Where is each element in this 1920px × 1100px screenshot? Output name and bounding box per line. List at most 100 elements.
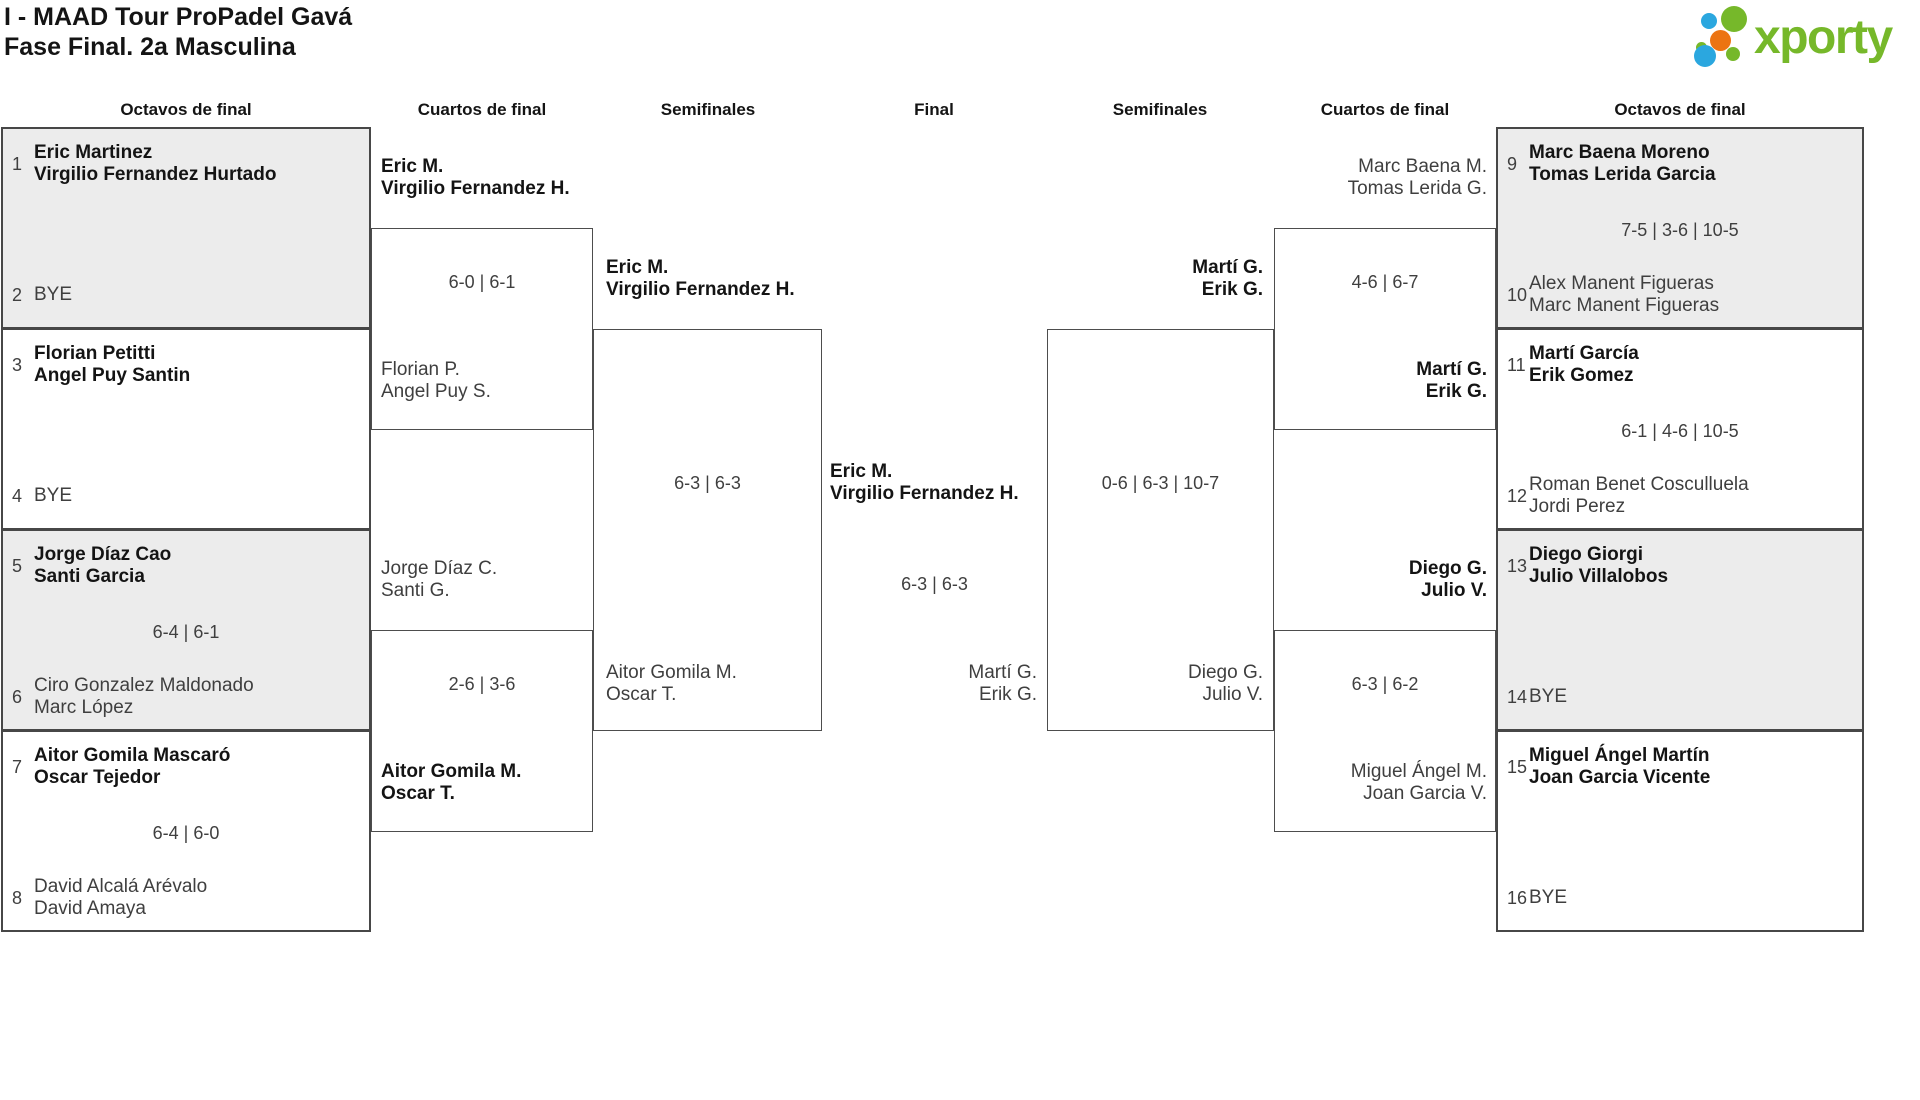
player-name: Oscar T.: [606, 684, 677, 705]
r16-box-seeds-13-14: 13 Diego Giorgi Julio Villalobos 14 BYE: [1496, 529, 1864, 731]
player-name: Oscar T.: [381, 783, 455, 804]
team-names: BYE: [34, 485, 72, 507]
team-names: BYE: [1529, 887, 1567, 909]
logo-dot-green-large: [1721, 6, 1747, 32]
seed-number: 11: [1507, 354, 1526, 375]
player-name: Santi Garcia: [34, 566, 145, 587]
round-header-final: Final: [914, 100, 954, 119]
team-row: 8 David Alcalá Arévalo David Amaya: [12, 874, 363, 922]
team-names: Aitor Gomila Mascaró Oscar Tejedor: [34, 745, 230, 789]
match-rect-qf-left-2: [371, 630, 593, 832]
round-header-qf-right: Cuartos de final: [1320, 100, 1450, 119]
team-names: Ciro Gonzalez Maldonado Marc López: [34, 675, 254, 719]
r16-box-seeds-7-8: 7 Aitor Gomila Mascaró Oscar Tejedor 6-4…: [1, 730, 371, 932]
round-header-qf-left: Cuartos de final: [417, 100, 547, 119]
team-names: Florian Petitti Angel Puy Santin: [34, 343, 190, 387]
player-name: Jorge Díaz C.: [381, 558, 498, 579]
player-name: BYE: [1529, 887, 1568, 908]
title-block: I - MAAD Tour ProPadel Gavá Fase Final. …: [4, 2, 352, 62]
team-row: 9 Marc Baena Moreno Tomas Lerida Garcia: [1507, 142, 1856, 186]
player-name: Julio Villalobos: [1529, 566, 1669, 587]
player-name: Oscar Tejedor: [34, 767, 161, 788]
player-name: Martí G.: [968, 662, 1037, 683]
player-name: Martí García: [1529, 343, 1639, 364]
sf-right-bottom-team: Diego G. Julio V.: [1188, 662, 1263, 706]
player-name: Erik Gomez: [1529, 365, 1634, 386]
player-name: Marc Baena M.: [1358, 156, 1487, 177]
player-name: Diego G.: [1408, 558, 1487, 579]
player-name: Aitor Gomila Mascaró: [34, 745, 231, 766]
seed-number: 7: [12, 756, 23, 777]
qf-left-2-top-team: Jorge Díaz C. Santi G.: [381, 558, 497, 602]
player-name: Joan Garcia V.: [1363, 783, 1487, 804]
team-row: 15 Miguel Ángel Martín Joan Garcia Vicen…: [1507, 745, 1856, 789]
seed-number: 14: [1507, 686, 1528, 707]
player-name: Erik G.: [978, 684, 1037, 705]
match-rect-qf-right-2: [1274, 630, 1496, 832]
seed-number: 4: [12, 485, 23, 506]
player-name: Julio V.: [1202, 684, 1263, 705]
match-rect-sf-right: [1047, 329, 1274, 731]
team-row: 12 Roman Benet Cosculluela Jordi Perez: [1507, 472, 1856, 520]
team-row: 6 Ciro Gonzalez Maldonado Marc López: [12, 673, 363, 721]
team-names: Alex Manent Figueras Marc Manent Figuera…: [1529, 273, 1719, 317]
xporty-logo[interactable]: xporty: [1690, 2, 1920, 78]
team-names: Eric Martinez Virgilio Fernandez Hurtado: [34, 142, 276, 186]
round-header-sf-right: Semifinales: [1112, 100, 1208, 119]
qf-right-2-score: 6-3 | 6-2: [1351, 674, 1419, 694]
player-name: Joan Garcia Vicente: [1529, 767, 1711, 788]
player-name: Ciro Gonzalez Maldonado: [34, 675, 254, 696]
player-name: Roman Benet Cosculluela: [1529, 474, 1749, 495]
team-row: 16 BYE: [1507, 874, 1856, 922]
logo-dot-green-small-right: [1726, 47, 1740, 61]
player-name: Santi G.: [381, 580, 450, 601]
player-name: Florian P.: [381, 359, 460, 380]
round-header-r16-left: Octavos de final: [120, 100, 252, 119]
seed-number: 9: [1507, 153, 1518, 174]
qf-right-2-top-team: Diego G. Julio V.: [1409, 558, 1487, 602]
seed-number: 8: [12, 887, 23, 908]
player-name: David Amaya: [34, 898, 146, 919]
match-rect-sf-left: [593, 329, 822, 731]
team-names: Diego Giorgi Julio Villalobos: [1529, 544, 1668, 588]
logo-dot-orange: [1710, 30, 1731, 51]
player-name: Florian Petitti: [34, 343, 156, 364]
player-name: Angel Puy S.: [381, 381, 491, 402]
player-name: Marc Baena Moreno: [1529, 142, 1710, 163]
match-score: 6-1 | 4-6 | 10-5: [1621, 421, 1739, 441]
sf-right-top-team: Martí G. Erik G.: [1192, 257, 1263, 301]
qf-right-1-top-team: Marc Baena M. Tomas Lerida G.: [1348, 156, 1487, 200]
player-name: Martí G.: [1416, 359, 1487, 380]
player-name: Virgilio Fernandez H.: [381, 178, 570, 199]
player-name: BYE: [34, 485, 73, 506]
sf-right-score: 0-6 | 6-3 | 10-7: [1101, 473, 1220, 493]
qf-left-1-score: 6-0 | 6-1: [448, 272, 516, 292]
player-name: Tomas Lerida Garcia: [1529, 164, 1716, 185]
team-row: 10 Alex Manent Figueras Marc Manent Figu…: [1507, 271, 1856, 319]
player-name: Virgilio Fernandez H.: [606, 279, 795, 300]
seed-number: 6: [12, 686, 23, 707]
match-score: 7-5 | 3-6 | 10-5: [1621, 220, 1739, 240]
sf-left-score: 6-3 | 6-3: [674, 473, 741, 493]
seed-number: 10: [1507, 284, 1528, 305]
final-score: 6-3 | 6-3: [901, 574, 968, 594]
r16-box-seeds-1-2: 1 Eric Martinez Virgilio Fernandez Hurta…: [1, 127, 371, 329]
team-names: David Alcalá Arévalo David Amaya: [34, 876, 207, 920]
team-names: BYE: [34, 284, 72, 306]
final-runner-up-team: Martí G. Erik G.: [968, 662, 1037, 706]
seed-number: 15: [1507, 756, 1528, 777]
player-name: Marc López: [34, 697, 134, 718]
team-row: 1 Eric Martinez Virgilio Fernandez Hurta…: [12, 142, 363, 186]
player-name: Erik G.: [1201, 279, 1263, 300]
player-name: BYE: [34, 284, 73, 305]
player-name: David Alcalá Arévalo: [34, 876, 208, 897]
team-names: Martí García Erik Gomez: [1529, 343, 1639, 387]
player-name: Eric M.: [606, 257, 669, 278]
team-row: 7 Aitor Gomila Mascaró Oscar Tejedor: [12, 745, 363, 789]
player-name: Erik G.: [1425, 381, 1487, 402]
seed-number: 12: [1507, 485, 1528, 506]
sf-left-bottom-team: Aitor Gomila M. Oscar T.: [606, 662, 737, 706]
final-winner-team: Eric M. Virgilio Fernandez H.: [830, 461, 1019, 505]
player-name: Tomas Lerida G.: [1347, 178, 1487, 199]
